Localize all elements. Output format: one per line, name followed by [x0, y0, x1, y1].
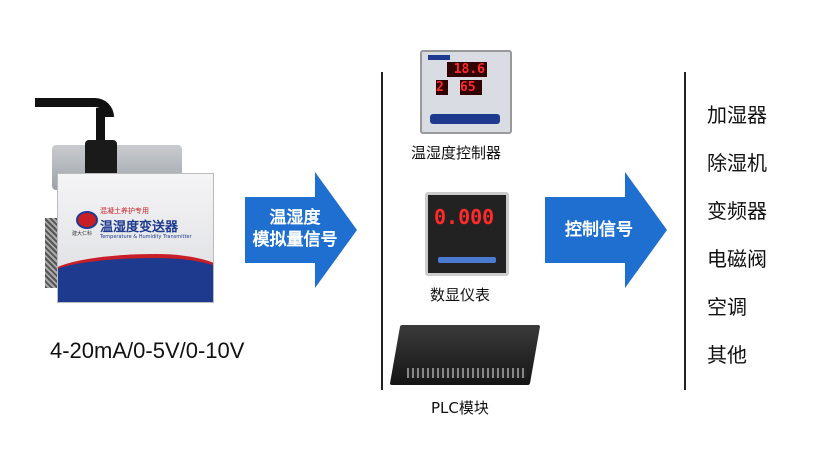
controller-brand: [428, 55, 450, 60]
output-dehumidifier: 除湿机: [707, 151, 767, 175]
output-humidifier: 加湿器: [707, 103, 767, 127]
output-solenoid-valve: 电磁阀: [707, 247, 767, 271]
cable: [35, 98, 114, 117]
transmitter-image: 混凝土养护专用 温湿度变送器 Temperature & Humidity Tr…: [35, 98, 220, 303]
arrow-line2: 模拟量信号: [252, 230, 338, 250]
meter-label: 数显仪表: [430, 286, 491, 304]
cable-vertical: [96, 108, 105, 148]
output-inverter: 变频器: [707, 199, 767, 223]
housing: 混凝土养护专用 温湿度变送器 Temperature & Humidity Tr…: [57, 173, 214, 303]
controller-temp-display: 18.6: [447, 62, 487, 77]
analog-signal-arrow: 温湿度 模拟量信号: [245, 172, 357, 288]
product-name: 温湿度变送器: [100, 220, 179, 235]
meter-image: 0.000: [425, 192, 509, 276]
brand-logo: [76, 211, 98, 229]
plc-label: PLC模块: [431, 399, 489, 417]
output-air-conditioner: 空调: [707, 295, 747, 319]
logo-text: 建大仁科: [72, 231, 93, 237]
arrow-text: 温湿度 模拟量信号: [245, 207, 345, 251]
meter-buttons: [438, 257, 496, 263]
output-other: 其他: [707, 343, 747, 367]
control-signal-arrow: 控制信号: [545, 172, 667, 288]
arrow-text: 控制信号: [565, 220, 633, 240]
arrow-tip: [625, 172, 667, 288]
controller-ch-display: 2: [436, 80, 448, 95]
plc-terminals: [407, 368, 527, 378]
divider-left: [381, 72, 383, 390]
controller-hum-display: 65: [460, 80, 482, 95]
output-spec: 4-20mA/0-5V/0-10V: [50, 338, 245, 363]
controller-label: 温湿度控制器: [411, 144, 502, 162]
housing-blue: [58, 254, 213, 302]
meter-display: 0.000: [434, 205, 495, 229]
product-name-en: Temperature & Humidity Transmitter: [100, 234, 192, 240]
subtitle-text: 混凝土养护专用: [100, 207, 149, 215]
controller-buttons: [430, 114, 500, 124]
controller-image: 18.6 2 65: [420, 50, 512, 134]
arrow-line1: 温湿度: [269, 208, 321, 228]
divider-right: [684, 72, 686, 390]
arrow-body: [545, 197, 627, 263]
plc-image: [389, 320, 541, 390]
arrow-body: [245, 197, 317, 263]
arrow-tip: [315, 172, 357, 288]
